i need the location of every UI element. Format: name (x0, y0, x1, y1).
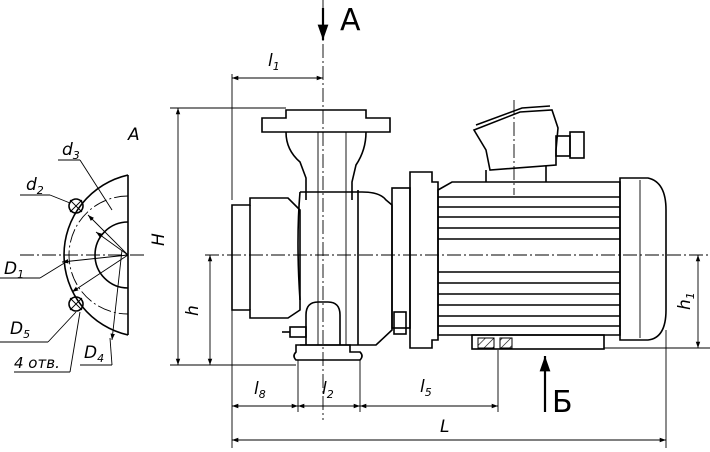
dim-D5: D5 (10, 319, 30, 341)
dim-l8: l8 (254, 379, 266, 401)
bolt-hole-lower (68, 296, 84, 312)
bolt-hole-upper (68, 198, 84, 214)
dim-h: h (183, 305, 203, 316)
pump-casing (231, 109, 411, 361)
dim-L: L (440, 417, 449, 437)
view-a-label: А (340, 3, 361, 38)
dimensions (170, 8, 710, 448)
holes-note: 4 отв. (14, 354, 60, 372)
labels: А A Б l1 l8 l2 l5 L H h h1 d3 d2 D1 D5 D… (4, 3, 697, 437)
motor (409, 100, 667, 350)
dim-D4: D4 (84, 343, 104, 365)
dim-h1: h1 (675, 292, 697, 310)
dim-d2: d2 (26, 175, 44, 197)
dim-H: H (149, 233, 169, 246)
dim-d3: d3 (62, 140, 80, 162)
view-a-side-label: A (127, 125, 140, 145)
dim-l1: l1 (268, 51, 280, 73)
flange-view (0, 159, 145, 373)
dim-l2: l2 (322, 379, 334, 401)
dim-l5: l5 (420, 377, 432, 399)
drain-plug (289, 326, 307, 338)
view-b-label: Б (552, 385, 573, 420)
dim-D1: D1 (4, 259, 24, 281)
